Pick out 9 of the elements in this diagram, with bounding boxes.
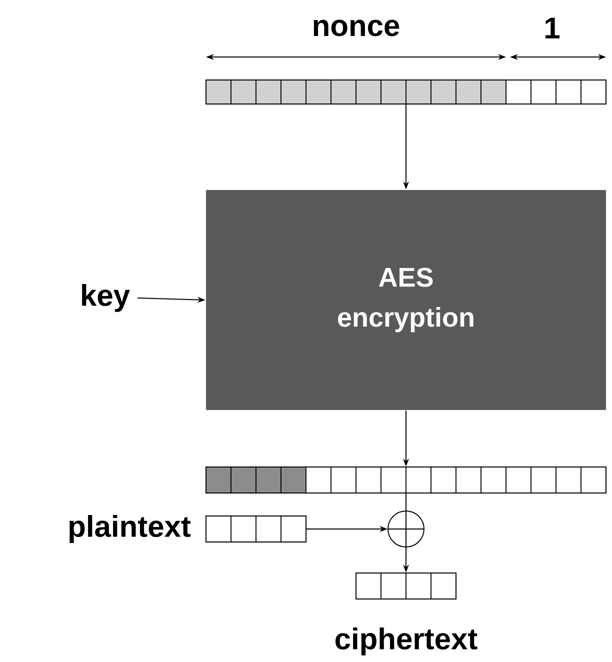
field-label: nonce	[314, 20, 400, 36]
xor-symbol	[388, 510, 424, 548]
process-box: AES encryption	[206, 190, 606, 410]
input-label: key	[82, 284, 130, 312]
block-cells	[206, 466, 606, 494]
field-label: 1	[546, 18, 560, 38]
block-label: plaintext	[70, 515, 191, 543]
block-label: ciphertext	[335, 627, 478, 656]
block-cells	[206, 80, 606, 104]
